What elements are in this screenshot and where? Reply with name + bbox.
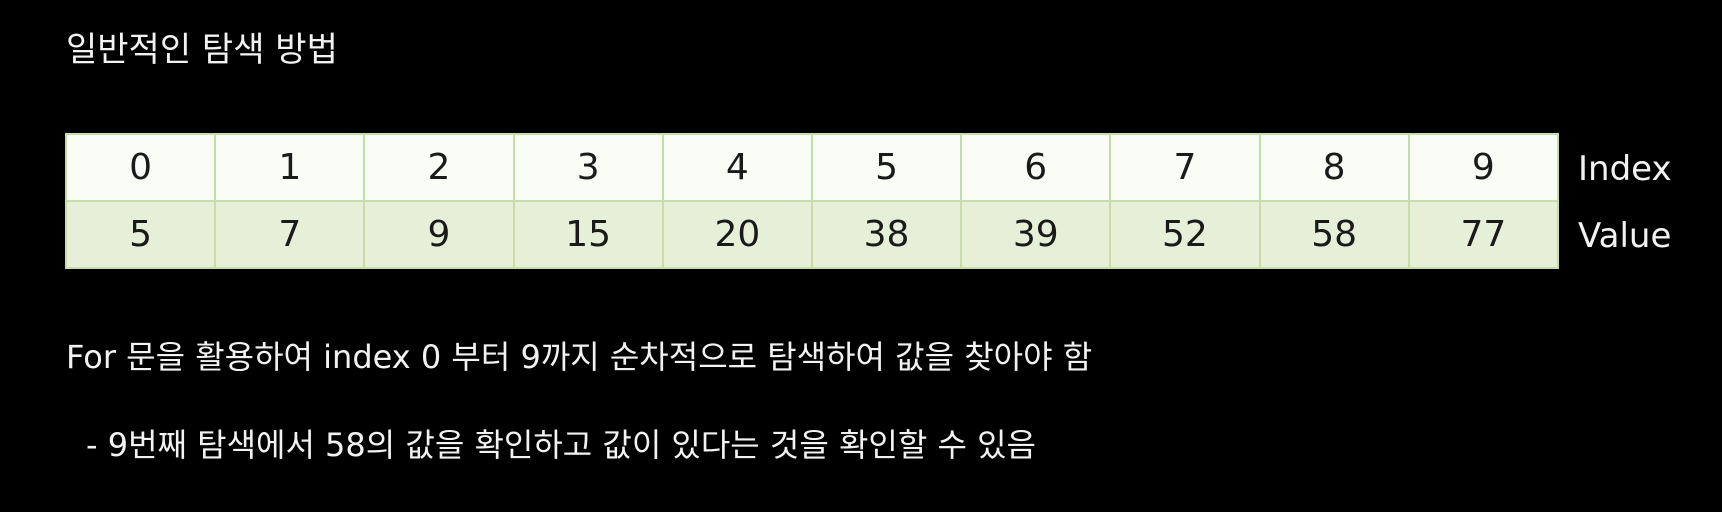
description-line-1: For 문을 활용하여 index 0 부터 9까지 순차적으로 탐색하여 값을… [66,338,1093,376]
value-cell: 9 [363,200,515,269]
index-cell: 9 [1407,133,1560,202]
index-row-label: Index [1578,149,1672,189]
value-cell: 15 [512,200,664,269]
value-row-label: Value [1578,216,1672,256]
value-row: 5 7 9 15 20 38 39 52 58 77 [64,200,1560,269]
index-cell: 5 [810,133,963,202]
index-cell: 8 [1258,133,1410,202]
description-line-2: - 9번째 탐색에서 58의 값을 확인하고 값이 있다는 것을 확인할 수 있… [86,426,1036,464]
index-cell: 2 [363,133,515,202]
index-cell: 7 [1109,133,1261,202]
value-cell: 5 [64,200,217,269]
index-row: 0 1 2 3 4 5 6 7 8 9 [64,133,1560,202]
value-cell: 58 [1258,200,1410,269]
value-cell: 39 [960,200,1112,269]
value-cell: 52 [1109,200,1261,269]
value-cell: 38 [810,200,963,269]
index-cell: 1 [214,133,366,202]
slide-title: 일반적인 탐색 방법 [66,30,338,70]
index-cell: 6 [960,133,1112,202]
value-cell: 77 [1407,200,1560,269]
index-cell: 4 [661,133,813,202]
value-cell: 20 [661,200,813,269]
array-table: 0 1 2 3 4 5 6 7 8 9 5 7 9 15 20 38 39 52… [64,133,1560,269]
value-cell: 7 [214,200,366,269]
index-cell: 0 [64,133,217,202]
index-cell: 3 [512,133,664,202]
